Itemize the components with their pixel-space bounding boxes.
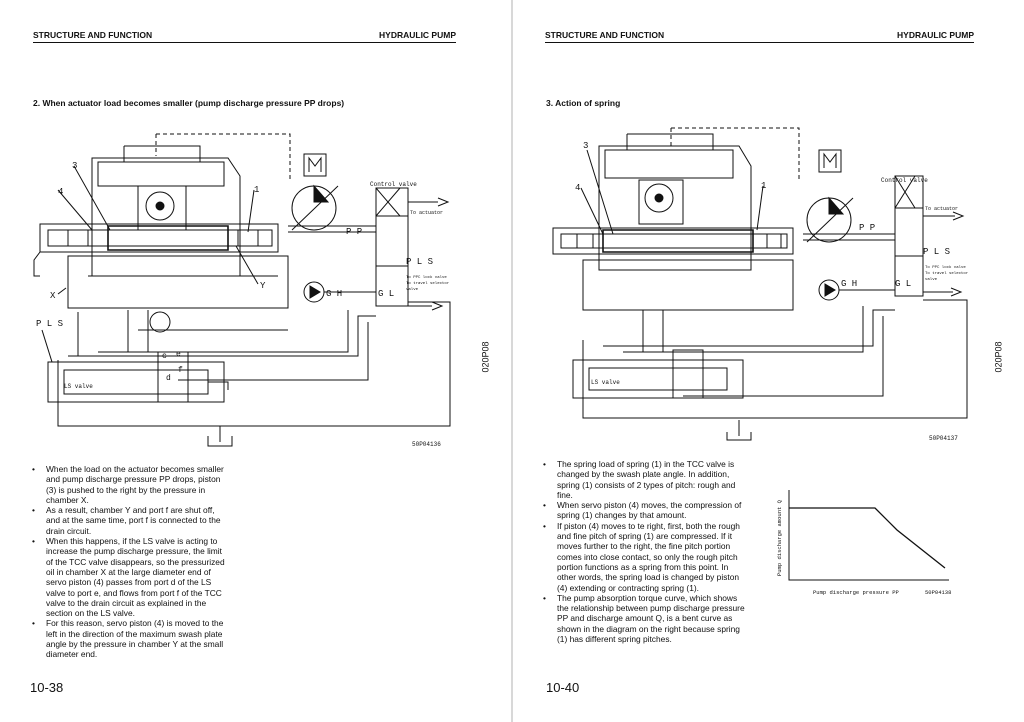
label-pp: P P [346,227,362,237]
header-topic: HYDRAULIC PUMP [897,30,974,40]
right-page: STRUCTURE AND FUNCTION HYDRAULIC PUMP 3.… [513,0,1024,722]
label-y: Y [260,281,266,291]
label-pp: P P [859,223,875,233]
to-travel-label: To travel selector [925,271,969,276]
graph-ylabel: Pump discharge amount Q [776,499,783,576]
torque-curve-graph: Pump discharge amount Q Pump discharge p… [776,490,951,596]
to-ppc-label: To PPC lock valve [406,275,447,280]
label-x: X [50,291,56,301]
to-actuator-label: To actuator [410,210,443,216]
callout-4: 4 [58,187,63,197]
header-topic: HYDRAULIC PUMP [379,30,456,40]
list-item: When servo piston (4) moves, the compres… [543,500,747,521]
list-item: When this happens, if the LS valve is ac… [32,536,230,618]
callout-3: 3 [583,141,588,151]
port-f: f [178,366,183,375]
valve-label: valve [406,287,419,292]
port-e: e [176,350,181,359]
page-header: STRUCTURE AND FUNCTION HYDRAULIC PUMP [545,30,974,43]
list-item: If piston (4) moves to te right, first, … [543,521,747,593]
left-page: STRUCTURE AND FUNCTION HYDRAULIC PUMP 2.… [0,0,511,722]
hydraulic-diagram-left: 3 4 1 X Y P P G H G L P L S P L S c e d … [33,133,451,448]
side-code: 020P08 [480,341,491,373]
explanation-list: The spring load of spring (1) in the TCC… [543,459,747,644]
ls-valve-label: LS valve [64,383,93,390]
callout-3: 3 [72,161,77,171]
section-title: 3. Action of spring [546,98,621,108]
header-section: STRUCTURE AND FUNCTION [545,30,665,40]
label-pls: P L S [923,247,950,257]
list-item: The pump absorption torque curve, which … [543,593,747,644]
label-gl: G L [378,289,394,299]
header-section: STRUCTURE AND FUNCTION [33,30,153,40]
port-c: c [162,352,167,361]
control-valve-label: Control valve [881,177,928,184]
to-ppc-label: To PPC lock valve [925,265,966,270]
diagram-code: 50P04137 [929,435,958,442]
port-d: d [166,374,171,383]
graph-axes [788,490,949,581]
to-actuator-label: To actuator [925,206,958,212]
control-valve-label: Control valve [370,181,417,188]
list-item: For this reason, servo piston (4) is mov… [32,618,230,659]
diagram-code: 50P04136 [412,441,441,448]
label-gh: G H [841,279,857,289]
list-item: When the load on the actuator becomes sm… [32,464,230,505]
label-gl: G L [895,279,911,289]
page-number: 10-38 [30,680,64,695]
page-number: 10-40 [546,680,580,695]
graph-code: 50P04138 [925,589,951,596]
label-gh: G H [326,289,342,299]
list-item: As a result, chamber Y and port f are sh… [32,505,230,536]
to-travel-label: To travel selector [406,281,450,286]
explanation-list: When the load on the actuator becomes sm… [32,464,230,660]
section-title: 2. When actuator load becomes smaller (p… [33,98,345,108]
label-pls-left: P L S [36,319,63,329]
callout-4: 4 [575,183,580,193]
ls-valve-label: LS valve [591,379,620,386]
list-item: The spring load of spring (1) in the TCC… [543,459,747,500]
side-code: 020P08 [993,341,1004,373]
page-header: STRUCTURE AND FUNCTION HYDRAULIC PUMP [33,30,456,43]
label-pls-right: P L S [406,257,433,267]
book-spine [511,0,513,722]
absorption-torque-curve [789,507,946,569]
hydraulic-diagram-right: 3 4 1 P P G H G L P L S Control valve To… [552,127,969,442]
valve-label: valve [925,277,938,282]
callout-1: 1 [761,181,766,191]
graph-xlabel: Pump discharge pressure PP [813,589,899,596]
callout-1: 1 [254,185,259,195]
